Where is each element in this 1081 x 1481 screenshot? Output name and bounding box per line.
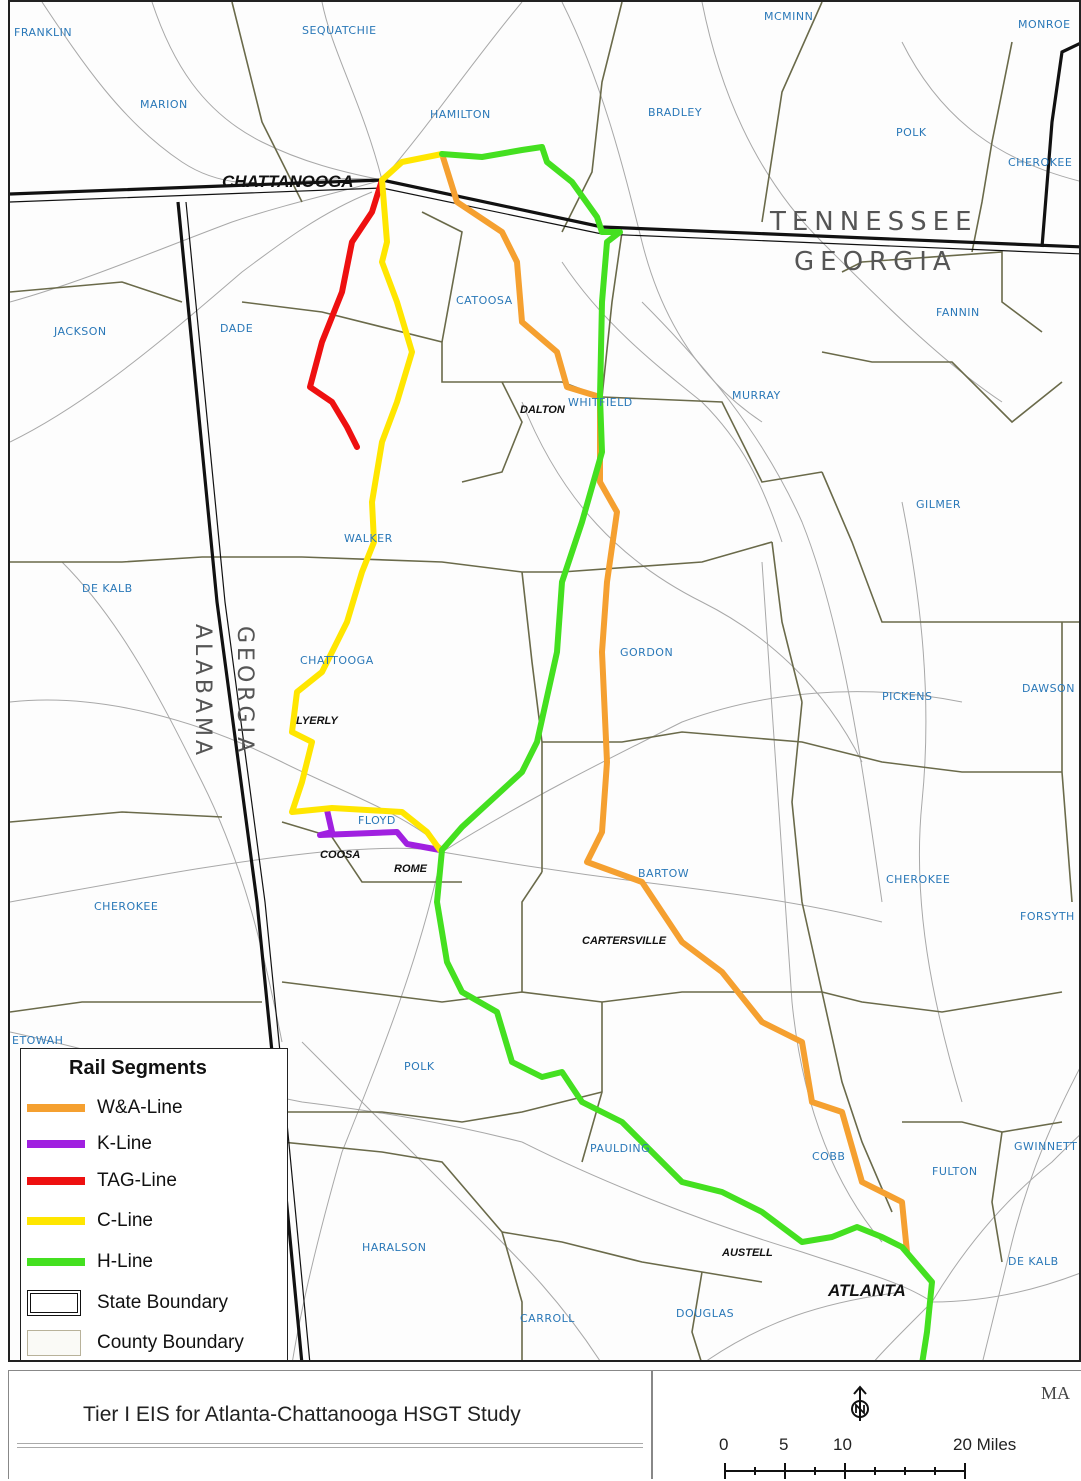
legend-label: C-Line [97, 1210, 153, 1231]
title-divider [17, 1447, 643, 1448]
city-labels: CHATTANOOGA DALTON LYERLY COOSA ROME CAR… [222, 172, 906, 1300]
state-label-tennessee: TENNESSEE [769, 207, 978, 237]
county-label: PAULDING [590, 1142, 650, 1155]
city-label-cartersville: CARTERSVILLE [582, 935, 667, 947]
map-frame: FRANKLIN SEQUATCHIE MCMINN MONROE MARION… [8, 0, 1081, 1362]
county-label: PICKENS [882, 690, 932, 703]
scale-label-10: 10 [833, 1435, 852, 1454]
legend-label: County Boundary [97, 1332, 244, 1353]
county-label: ETOWAH [12, 1034, 63, 1047]
county-label: GWINNETT [1014, 1140, 1077, 1153]
county-label: BARTOW [638, 867, 689, 880]
county-label: DADE [220, 322, 253, 335]
legend-label: K-Line [97, 1133, 152, 1154]
scale-label-5: 5 [779, 1435, 789, 1454]
wa-line-swatch [27, 1104, 85, 1112]
city-label-rome: ROME [394, 863, 428, 875]
c-line-route [289, 151, 445, 853]
county-label: DE KALB [1008, 1255, 1059, 1268]
county-label: MONROE [1018, 18, 1071, 31]
legend-item-tag-line: TAG-Line [25, 1164, 285, 1200]
scale-block: MA 0 5 10 20 Miles [652, 1370, 1081, 1479]
city-label-atlanta: ATLANTA [827, 1281, 906, 1300]
legend-item-c-line: C-Line [25, 1204, 285, 1240]
county-label: GORDON [620, 646, 673, 659]
c-line-swatch [27, 1217, 85, 1225]
state-label-georgia-vertical: GEORGIA [232, 626, 257, 756]
county-label: MURRAY [732, 389, 781, 402]
county-boundaries [10, 2, 1079, 1360]
title-block: Tier I EIS for Atlanta-Chattanooga HSGT … [8, 1370, 652, 1479]
legend-item-k-line: K-Line [25, 1127, 285, 1163]
scale-bar [724, 1463, 966, 1479]
legend-label: State Boundary [97, 1292, 228, 1313]
county-label: DE KALB [82, 582, 133, 595]
city-label-dalton: DALTON [520, 404, 566, 416]
map-legend: Rail Segments W&A-Line K-Line TAG-Line C… [20, 1048, 288, 1360]
county-label: MCMINN [764, 10, 813, 23]
county-label: CHEROKEE [94, 900, 158, 913]
county-label: FULTON [932, 1165, 978, 1178]
county-label: MARION [140, 98, 188, 111]
county-label: HARALSON [362, 1241, 427, 1254]
county-label: FLOYD [358, 814, 396, 827]
county-label: CARROLL [520, 1312, 575, 1325]
legend-item-state-boundary: State Boundary [25, 1286, 285, 1322]
county-label: CATOOSA [456, 294, 513, 307]
county-label: DAWSON [1022, 682, 1075, 695]
county-label: WHITFIELD [568, 396, 633, 409]
county-label: POLK [404, 1060, 435, 1073]
county-label: HAMILTON [430, 108, 491, 121]
north-arrow-icon [851, 1385, 869, 1421]
city-label-coosa: COOSA [320, 849, 360, 861]
scale-label-0: 0 [719, 1435, 729, 1454]
county-label: FORSYTH [1020, 910, 1075, 923]
map-canvas: FRANKLIN SEQUATCHIE MCMINN MONROE MARION… [10, 2, 1079, 1360]
rail-lines [289, 144, 935, 1360]
county-label: COBB [812, 1150, 845, 1163]
h-line-route [434, 144, 935, 1360]
county-label: WALKER [344, 532, 393, 545]
h-line-swatch [27, 1258, 85, 1266]
city-label-austell: AUSTELL [721, 1247, 773, 1259]
city-label-lyerly: LYERLY [296, 715, 339, 727]
county-label: SEQUATCHIE [302, 24, 377, 37]
legend-title: Rail Segments [69, 1057, 207, 1079]
county-label: CHATTOOGA [300, 654, 374, 667]
wa-line-route [439, 151, 910, 1255]
legend-item-county-boundary: County Boundary [25, 1326, 285, 1360]
county-label: JACKSON [53, 325, 107, 338]
ma-mark: MA [1041, 1383, 1071, 1403]
county-label: CHEROKEE [886, 873, 950, 886]
k-line-route [317, 807, 443, 853]
county-label: FRANKLIN [14, 26, 72, 39]
county-label: BRADLEY [648, 106, 702, 119]
tag-line-swatch [27, 1177, 85, 1185]
city-label-chattanooga: CHATTANOOGA [222, 172, 354, 191]
tag-line-route [307, 177, 385, 450]
legend-label: W&A-Line [97, 1097, 183, 1118]
map-title: Tier I EIS for Atlanta-Chattanooga HSGT … [83, 1403, 521, 1426]
scale-label-20-miles: 20 Miles [953, 1435, 1017, 1454]
county-label: CHEROKEE [1008, 156, 1072, 169]
state-labels: TENNESSEE GEORGIA GEORGIA ALABAMA [190, 207, 978, 759]
legend-item-wa-line: W&A-Line [25, 1091, 285, 1127]
legend-label: H-Line [97, 1251, 153, 1272]
legend-item-h-line: H-Line [25, 1245, 285, 1281]
state-boundary-swatch [27, 1290, 81, 1316]
county-label: GILMER [916, 498, 961, 511]
legend-label: TAG-Line [97, 1170, 177, 1191]
county-boundary-swatch [27, 1330, 81, 1356]
county-label: FANNIN [936, 306, 980, 319]
state-label-alabama-vertical: ALABAMA [190, 624, 215, 759]
state-label-georgia: GEORGIA [794, 247, 957, 277]
k-line-swatch [27, 1140, 85, 1148]
title-divider [17, 1443, 643, 1444]
county-labels: FRANKLIN SEQUATCHIE MCMINN MONROE MARION… [12, 10, 1077, 1325]
county-label: POLK [896, 126, 927, 139]
county-label: DOUGLAS [676, 1307, 734, 1320]
